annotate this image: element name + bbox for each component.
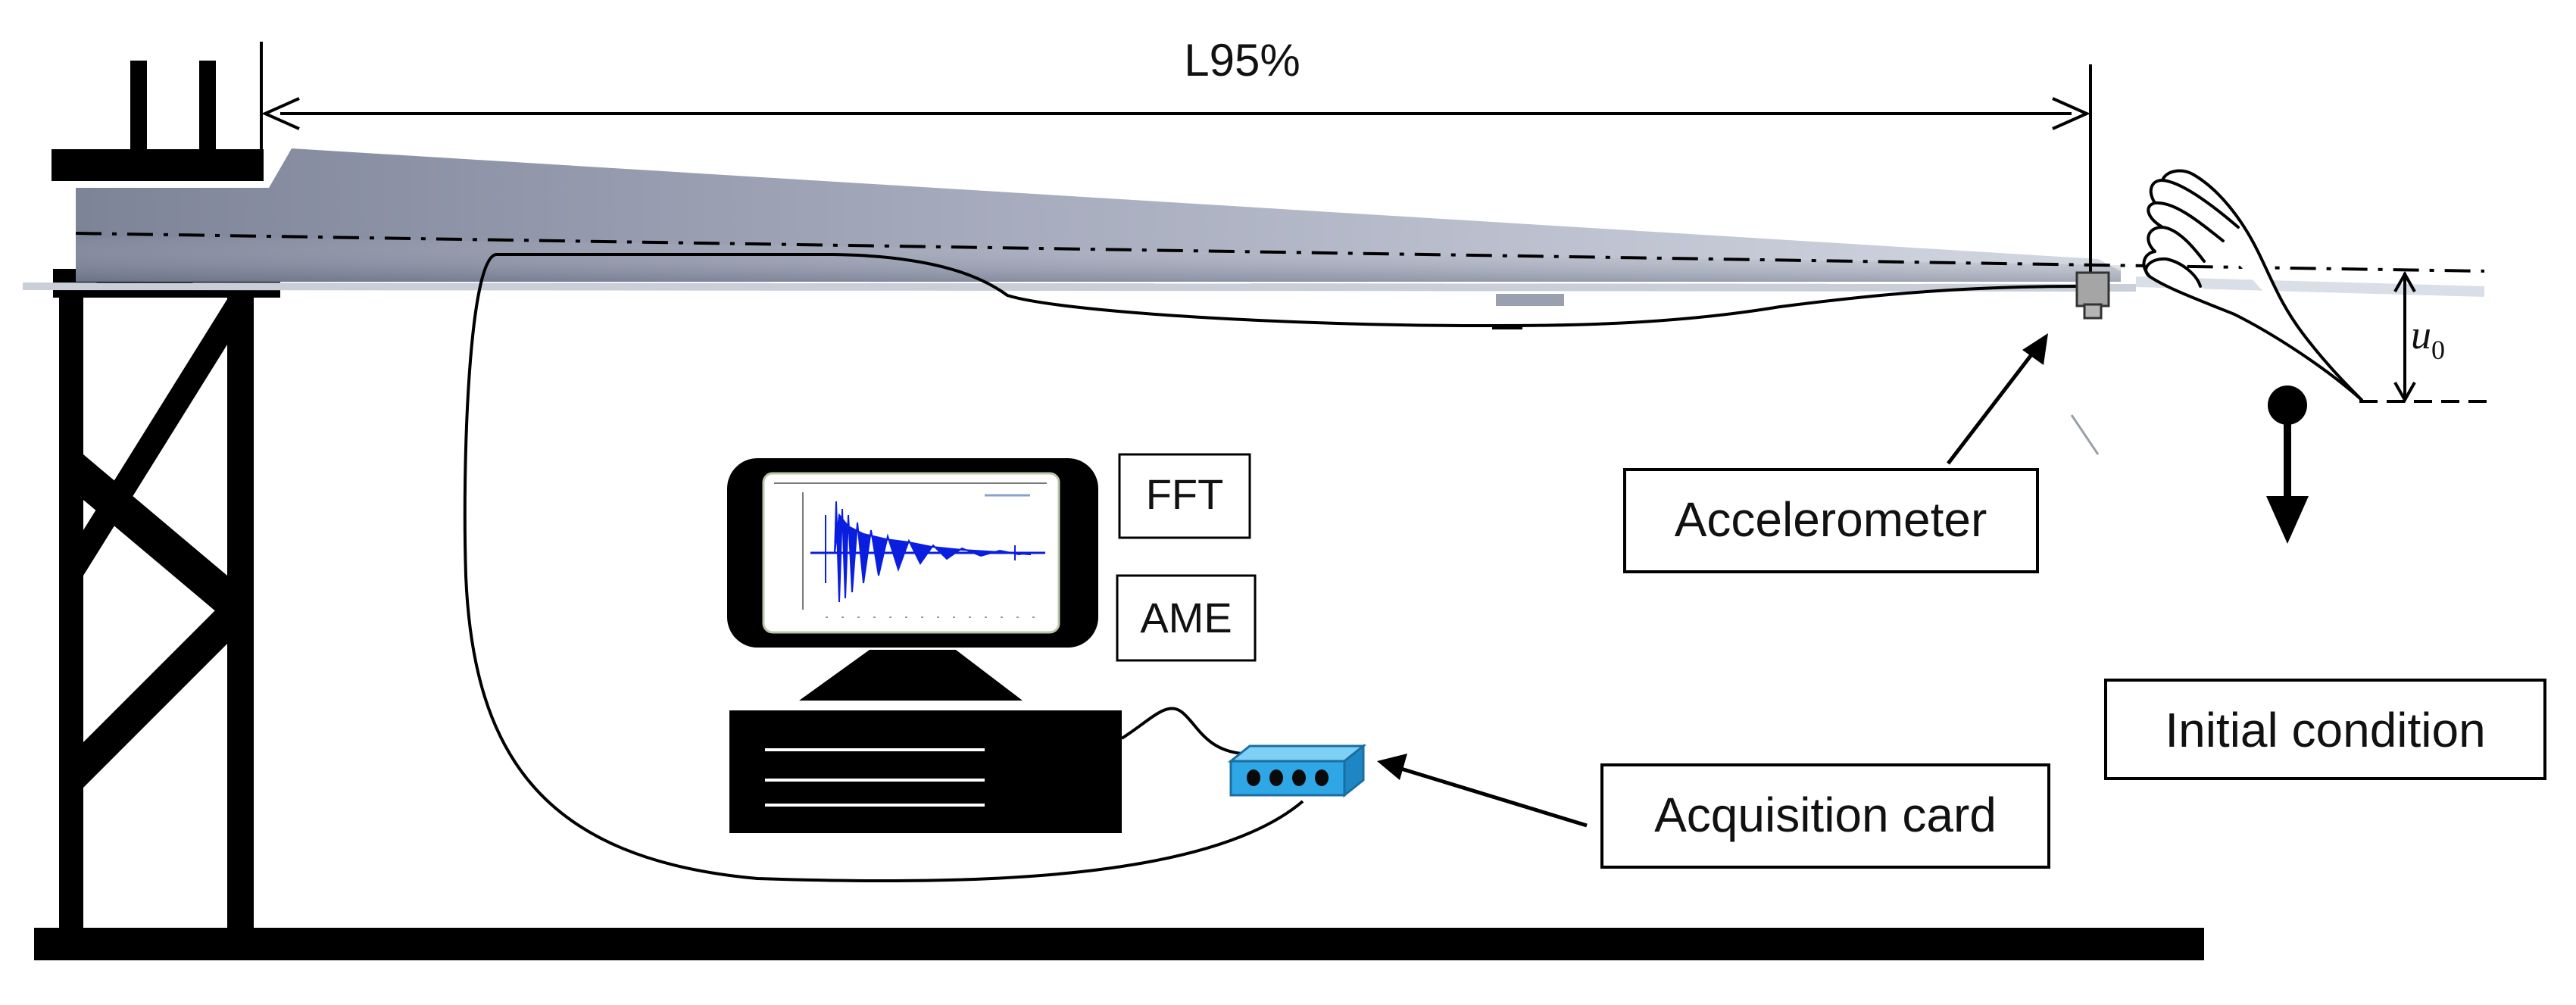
sensor-cable	[463, 253, 2080, 883]
fft-box: FFT	[1118, 453, 1251, 539]
accelerometer-box: Accelerometer	[1623, 468, 2039, 573]
accelerometer-label: Accelerometer	[1675, 492, 1987, 547]
hand-icon	[2142, 169, 2363, 401]
displacement-symbol: u0	[2411, 312, 2445, 365]
ame-box: AME	[1116, 574, 1257, 662]
acquisition-card-device	[1227, 743, 1367, 798]
ground-bar	[34, 928, 2204, 960]
support-frame	[52, 61, 280, 935]
accelerometer-sensor	[2075, 250, 2110, 320]
fft-label: FFT	[1146, 470, 1224, 518]
faint-mark	[2070, 414, 2100, 455]
initial-condition-label: Initial condition	[2165, 703, 2485, 757]
initial-condition-box: Initial condition	[2104, 679, 2546, 780]
callout-arrows	[1377, 333, 2048, 828]
length-label: L95%	[1184, 35, 1300, 86]
monitor	[727, 458, 1098, 701]
computer-cable	[1120, 707, 1243, 755]
acquisition-card-box: Acquisition card	[1600, 763, 2050, 869]
length-dimension	[260, 42, 2092, 273]
neutral-axis-line	[75, 232, 2485, 273]
displacement-indicator	[2359, 270, 2492, 404]
weight-arrow	[2266, 385, 2309, 544]
ame-label: AME	[1140, 594, 1232, 641]
signal-plot	[774, 482, 1047, 618]
computer-case	[729, 710, 1122, 833]
blade	[22, 148, 2485, 306]
acquisition-card-label: Acquisition card	[1654, 788, 1997, 842]
